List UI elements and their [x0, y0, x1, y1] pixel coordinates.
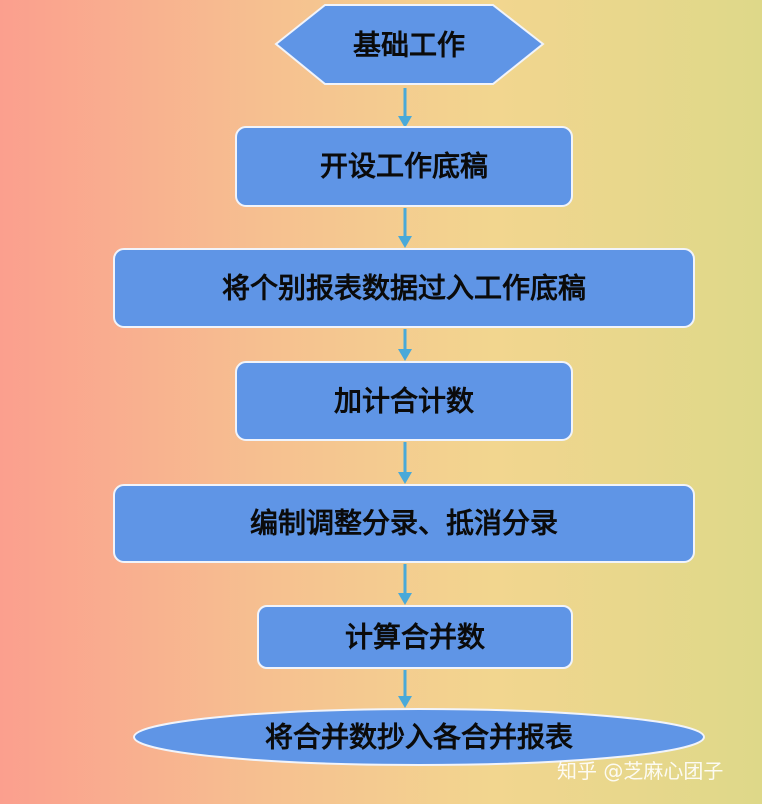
node-start: 基础工作 — [274, 4, 545, 85]
step1-box — [235, 126, 573, 207]
step5-box — [257, 605, 573, 669]
arrowhead-start-step1 — [398, 116, 412, 128]
step4-label: 编制调整分录、抵消分录 — [250, 507, 558, 540]
step3-label: 加计合计数 — [334, 385, 475, 418]
node-step1: 开设工作底稿 — [235, 126, 573, 207]
step2-label: 将个别报表数据过入工作底稿 — [222, 272, 586, 305]
node-step5: 计算合并数 — [257, 605, 573, 669]
step5-label: 计算合并数 — [345, 621, 486, 654]
step3-box — [235, 361, 573, 441]
step1-label: 开设工作底稿 — [320, 150, 488, 183]
arrowhead-step3-step4 — [398, 472, 412, 484]
arrowhead-step2-step3 — [398, 349, 412, 361]
arrowhead-step4-step5 — [398, 593, 412, 605]
node-end: 将合并数抄入各合并报表 — [133, 708, 705, 766]
node-step2: 将个别报表数据过入工作底稿 — [113, 248, 695, 328]
flow-arrows — [398, 88, 412, 708]
start-label: 基础工作 — [353, 29, 465, 62]
start-hexagon-shape — [274, 4, 545, 85]
node-step3: 加计合计数 — [235, 361, 573, 441]
node-step4: 编制调整分录、抵消分录 — [113, 484, 695, 563]
arrowhead-step5-end — [398, 696, 412, 708]
end-label: 将合并数抄入各合并报表 — [265, 721, 573, 754]
arrowhead-step1-step2 — [398, 236, 412, 248]
end-ellipse-shape — [133, 708, 705, 766]
watermark-text: 知乎 @芝麻心团子 — [557, 759, 724, 783]
step4-box — [113, 484, 695, 563]
step2-box — [113, 248, 695, 328]
